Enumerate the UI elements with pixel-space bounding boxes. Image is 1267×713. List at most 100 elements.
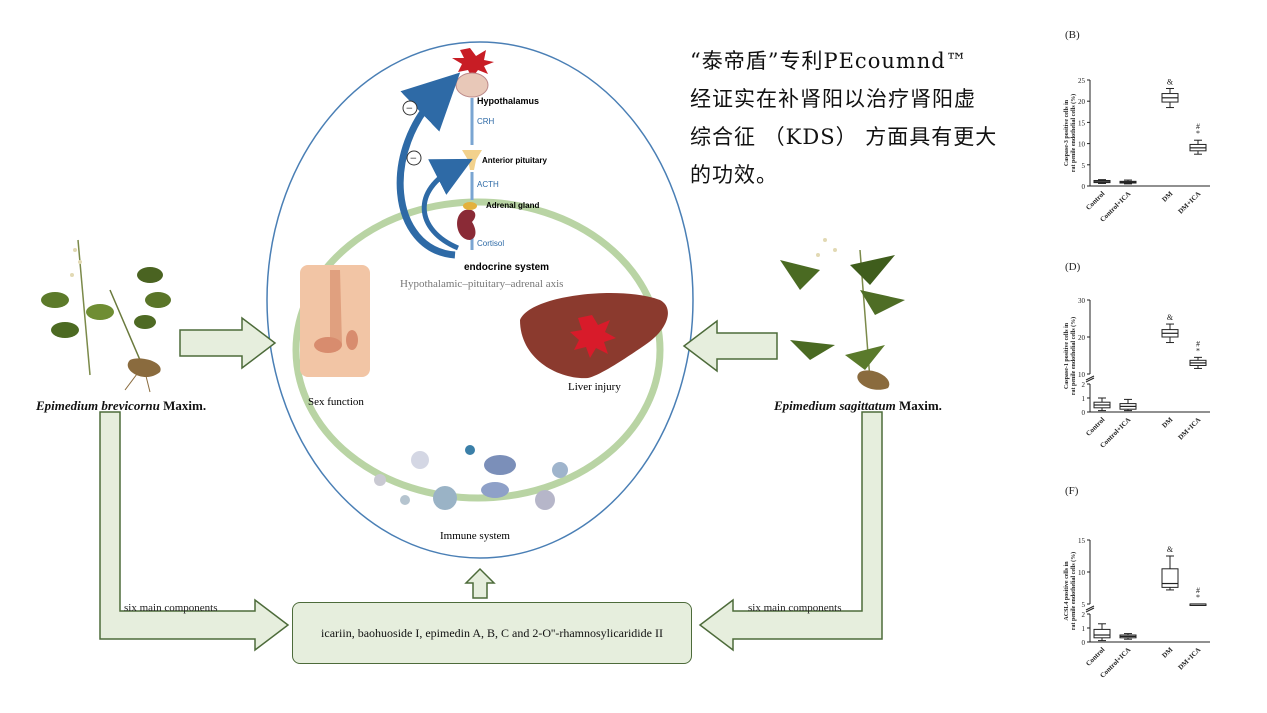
y-tick-label: 10 [1078, 141, 1086, 149]
y-tick-label: 20 [1078, 334, 1086, 342]
burst-icon [452, 48, 494, 78]
y-tick-label: 1 [1082, 395, 1086, 403]
y-tick-label: 25 [1078, 77, 1086, 85]
y-tick-label: 2 [1082, 381, 1086, 389]
x-tick-label: DM [1161, 645, 1175, 659]
components-box: icariin, baohuoside I, epimedin A, B, C … [292, 602, 692, 664]
significance-mark: & [1167, 313, 1174, 322]
axis-break [1085, 605, 1095, 611]
plant-left-image [41, 239, 171, 393]
y-axis-label: rat penile endothelial cells (%) [1070, 94, 1077, 172]
significance-mark: # [1196, 586, 1200, 595]
immune-system-label: Immune system [440, 530, 510, 542]
box [1161, 568, 1179, 588]
significance-mark: * [1196, 129, 1200, 138]
x-tick-label: Control [1084, 646, 1106, 668]
plant-left-suffix: Maxim. [163, 398, 207, 413]
significance-mark: & [1167, 545, 1174, 554]
x-tick-label: DM [1161, 189, 1175, 203]
arrow-up-to-cycle [464, 567, 496, 599]
outer-ellipse [266, 41, 694, 559]
y-tick-label: 10 [1078, 371, 1086, 379]
arrow-right-to-components [698, 411, 883, 652]
plant-left-name: Epimedium brevicornu [36, 398, 160, 413]
y-tick-label: 5 [1082, 162, 1086, 170]
left-components-label: six main components [124, 602, 218, 614]
y-tick-label: 15 [1078, 537, 1086, 545]
cn-line: 经证实在补肾阳以治疗肾阳虚 [690, 87, 976, 111]
significance-mark: # [1196, 122, 1200, 131]
x-tick-label: Control [1084, 416, 1106, 438]
acth-label: ACTH [477, 180, 499, 189]
x-tick-label: Control [1084, 190, 1106, 212]
arrow-left-to-center [179, 316, 277, 370]
cycle-ring [292, 198, 664, 502]
y-axis-label: Caspase-1 positive cells in [1064, 322, 1070, 389]
axis-break [1085, 377, 1095, 383]
burst-icon [570, 315, 616, 358]
liver-injury-label: Liver injury [568, 381, 621, 393]
minus-icon: − [406, 101, 413, 115]
anterior-pituitary-label: Anterior pituitary [482, 156, 547, 165]
x-tick-label: DM+ICA [1177, 190, 1203, 216]
kidney-icon [457, 209, 476, 240]
crh-label: CRH [477, 117, 495, 126]
plant-right-name: Epimedium sagittatum [774, 398, 896, 413]
plant-right-image [780, 238, 905, 390]
feedback-arrow-outer [396, 72, 461, 259]
cortisol-label: Cortisol [477, 239, 504, 248]
cn-line: “泰帝盾”专利PEcoumnd™ [690, 49, 968, 73]
cn-line: 的功效。 [690, 163, 778, 187]
adrenal-gland-label: Adrenal gland [486, 201, 539, 210]
y-tick-label: 0 [1082, 409, 1086, 417]
cn-description: “泰帝盾”专利PEcoumnd™ 经证实在补肾阳以治疗肾阳虚 综合征 （KDS）… [690, 42, 1030, 194]
y-tick-label: 0 [1082, 183, 1086, 191]
immune-cells-image [374, 445, 568, 510]
endocrine-label: endocrine system [464, 262, 549, 273]
plant-right-label: Epimedium sagittatum Maxim. [774, 398, 942, 414]
arrow-left-to-components [99, 411, 290, 652]
right-components-label: six main components [748, 602, 842, 614]
components-text: icariin, baohuoside I, epimedin A, B, C … [321, 625, 663, 640]
cn-line: 综合征 （KDS） 方面具有更大 [690, 125, 998, 149]
y-tick-label: 5 [1082, 601, 1086, 609]
y-tick-label: 0 [1082, 639, 1086, 647]
diagram-canvas: Hypothalamus CRH Anterior pituitary ACTH… [41, 41, 905, 652]
y-tick-label: 10 [1078, 569, 1086, 577]
y-tick-label: 20 [1078, 98, 1086, 106]
y-axis-label: ACSL4 positive cells in [1064, 561, 1070, 621]
y-axis-label: Caspase-3 positive cells in [1064, 99, 1070, 166]
y-axis-label: rat penile endothelial cells (%) [1070, 317, 1077, 395]
box [1093, 628, 1111, 639]
y-tick-label: 1 [1082, 625, 1086, 633]
y-axis-label: rat penile endothelial cells (%) [1070, 552, 1077, 630]
significance-mark: # [1196, 339, 1200, 348]
axis-break [1085, 607, 1095, 613]
hypothalamus-label: Hypothalamus [477, 96, 539, 106]
y-tick-label: 30 [1078, 297, 1086, 305]
plant-right-suffix: Maxim. [898, 398, 942, 413]
panel-label: (D) [1065, 261, 1081, 273]
significance-mark: * [1196, 593, 1200, 602]
significance-mark: * [1196, 346, 1200, 355]
pituitary-icon [462, 150, 482, 170]
significance-mark: & [1167, 77, 1174, 86]
sex-function-label: Sex function [308, 396, 364, 408]
arrow-right-to-center [682, 319, 778, 373]
y-tick-label: 15 [1078, 119, 1086, 127]
feedback-arrow-inner [421, 158, 473, 251]
x-tick-label: DM+ICA [1177, 646, 1203, 672]
plant-left-label: Epimedium brevicornu Maxim. [36, 398, 206, 414]
minus-icon: − [410, 151, 417, 165]
brain-icon [455, 72, 489, 98]
x-tick-label: DM [1161, 415, 1175, 429]
hpa-axis-label: Hypothalamic–pituitary–adrenal axis [400, 278, 563, 290]
panel-label: (B) [1065, 29, 1080, 41]
y-tick-label: 2 [1082, 611, 1086, 619]
x-tick-label: DM+ICA [1177, 416, 1203, 442]
panel-label: (F) [1065, 485, 1079, 497]
